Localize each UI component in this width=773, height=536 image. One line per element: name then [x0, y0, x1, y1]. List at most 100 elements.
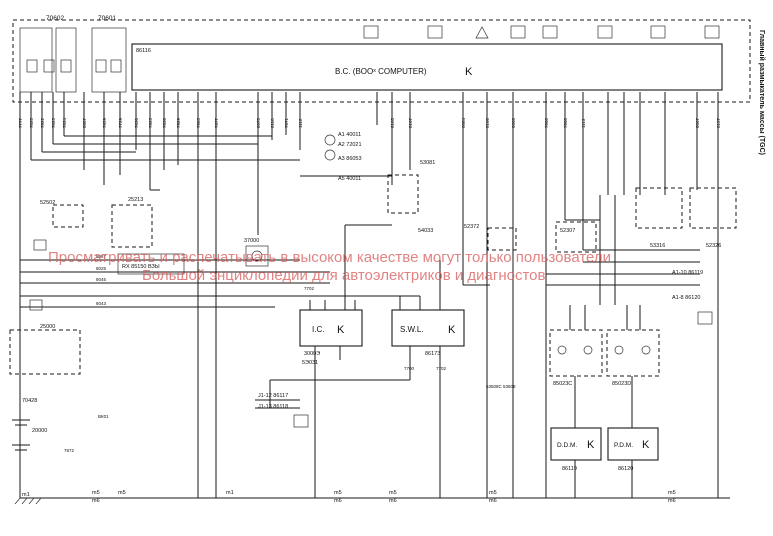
side-title: Главный размыкатель массы (TGC) [758, 30, 766, 155]
oil-icon [597, 25, 613, 39]
ground-label: m6 [668, 498, 676, 504]
ddm-label: D.D.M. [557, 442, 577, 449]
connector-icon [324, 149, 336, 161]
indicator-icons-row [363, 25, 720, 39]
ground-label: m1 [22, 492, 30, 498]
wire-code: 7630 [134, 117, 139, 128]
connector-label: A1 40011 [338, 132, 361, 138]
k-symbol-ic: K [337, 324, 345, 336]
motor-icon [614, 345, 624, 355]
alarm-unit-25000 [9, 329, 81, 375]
ground-label: m5 [334, 490, 342, 496]
wire-code: 7777 [18, 117, 23, 128]
label-52326: 52326 [706, 243, 721, 249]
module-frame [12, 19, 751, 103]
k-symbol-bc: K [465, 66, 473, 78]
pdm-ref: 86120 [618, 466, 633, 472]
horn-icon [33, 239, 47, 251]
pdm-module-box [607, 427, 659, 461]
warning-lamp-icon [363, 25, 379, 39]
connector-label: J1-13 86118 [258, 404, 288, 410]
wire-code: 7671 [284, 117, 289, 128]
label-85150: RX 85150 ВЗЫ [122, 264, 160, 270]
door-wiring [569, 195, 641, 498]
wire-labels-mid: 8087 8025 8045 8043 ВК01 7872 7702 7700 … [64, 254, 447, 453]
wire-label: ВК01 [98, 414, 109, 419]
wire-code: 7729 [118, 117, 123, 128]
component-label-70602: 70602 [46, 15, 64, 22]
wire-label: 7702 [436, 366, 447, 371]
fog-light-icon [704, 25, 720, 39]
component-labels: 52502 25213 25000 70428 20000 RX 85150 В… [22, 160, 721, 434]
wire-code: 8007 [695, 117, 700, 128]
wire-code-row: 7777 7825 7822 7823 7824 8887 7659 7729 … [18, 117, 721, 128]
wire-code: 7677 [214, 117, 219, 128]
receiver-85150 [117, 253, 185, 275]
ic-label: I.C. [312, 325, 324, 334]
wire-bundle-left [19, 92, 719, 498]
wire-code: 7608 [544, 117, 549, 128]
ground-labels: m1 m5 m6 m5 m1 m5 m6 m5 m6 m5 m6 m5 m6 [22, 490, 676, 504]
battery-icon [427, 25, 443, 39]
wire-code: 7630 [162, 117, 167, 128]
pdm-label: P.D.M. [614, 442, 633, 449]
wire-code: 7824 [62, 117, 67, 128]
label-50031: 5Э031 [302, 360, 318, 366]
door-motor-85023d [606, 329, 660, 377]
wire-code: 1113 [581, 118, 586, 128]
k-symbol-ddm: K [587, 439, 595, 451]
wire-code: 8887 [82, 117, 87, 128]
swl-wiring [269, 260, 441, 498]
lamp-icon [29, 299, 43, 311]
connector-labels: A1 40011 A2 72021 A3 86053 A5 40011 A1-1… [258, 132, 703, 410]
ground-hatch [14, 497, 42, 505]
switch-52307 [555, 221, 597, 253]
label-54033: 54033 [418, 228, 433, 234]
sensor-circle-icon [251, 250, 263, 262]
wire-label: 8025 [96, 266, 107, 271]
label-25000: 25000 [40, 324, 55, 330]
display-icon [650, 25, 666, 39]
wire-code: 8105 [390, 117, 395, 128]
connector-label: A5 40011 [338, 176, 361, 182]
watermark-line-1: Просматривать и распечатывать в высоком … [48, 249, 611, 266]
connector-label: J1-12 86117 [258, 393, 288, 399]
relay-coils [26, 59, 122, 73]
k-symbol-pdm: K [642, 439, 650, 451]
wire-code: 7825 [29, 117, 34, 128]
label-70428: 70428 [22, 398, 37, 404]
label-52307: 52307 [560, 228, 575, 234]
door-motor-85023c [549, 329, 603, 377]
relay-block-70601 [91, 27, 127, 93]
switch-52326 [689, 187, 737, 229]
label-53081: 53081 [420, 160, 435, 166]
wire-bundle-horizontal [20, 135, 700, 409]
wire-code: 8110 [270, 118, 275, 128]
label-53508: 53508С 53508 [486, 384, 516, 389]
ddm-module-box [550, 427, 602, 461]
sensor-37000 [245, 245, 269, 267]
door-icon [542, 25, 558, 39]
test-point-icon [293, 414, 309, 428]
ic-module-box [299, 309, 363, 347]
wire-code: 7608 [563, 117, 568, 128]
swl-module-box [391, 309, 465, 347]
ddm-ref: 86119 [562, 466, 577, 472]
relay-block-70602b [55, 27, 77, 93]
bc-label: B.C. (BOOˣ COMPUTER) [335, 67, 427, 76]
label-20000: 20000 [32, 428, 47, 434]
label-52372: 52372 [464, 224, 479, 230]
wire-code: 8157 [716, 117, 721, 128]
ic-wiring [309, 224, 392, 498]
hazard-triangle-icon [475, 26, 489, 39]
ground-label: m1 [226, 490, 234, 496]
display-unit-icon [697, 311, 713, 325]
wire-label: 8087 [96, 254, 107, 259]
connector-label: A1-10 86119 [672, 270, 703, 276]
bc-computer-box [131, 43, 723, 91]
ground-label: m6 [389, 498, 397, 504]
motor-icon [583, 345, 593, 355]
ground-label: m6 [92, 498, 100, 504]
